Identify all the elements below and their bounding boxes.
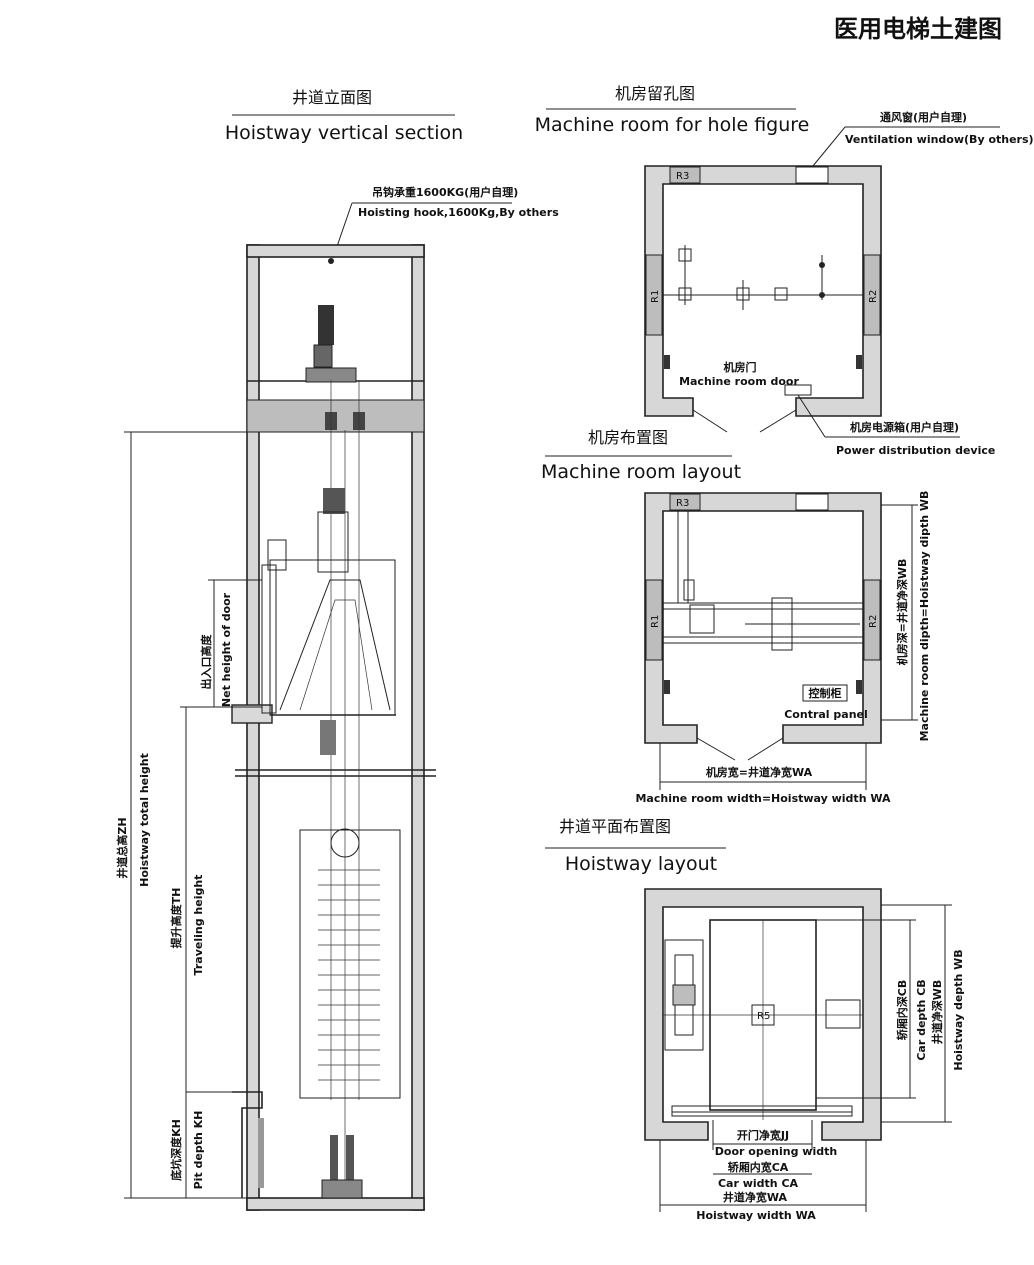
- hoistway-layout: 井道平面布置图 Hoistway layout R5 轿厢内深CB Car de…: [545, 817, 965, 1222]
- hoistway-title-cn: 井道平面布置图: [559, 817, 671, 836]
- power-label-en: Power distribution device: [836, 444, 995, 457]
- car-depth-label-en: Car depth CB: [915, 979, 928, 1060]
- panel-label-cn: 控制柜: [809, 686, 842, 700]
- mr-depth-label-en: Machine room dipth=Hoistway dipth WB: [918, 491, 931, 742]
- hw-depth-label-en: Hoistway depth WB: [952, 949, 965, 1070]
- mr-door-label-cn: 机房门: [724, 360, 757, 374]
- door-height-label-cn: 出入口高度: [199, 634, 213, 690]
- vertical-section: 井道立面图 Hoistway vertical section 吊钩承重1600…: [115, 88, 559, 1211]
- mr-depth-label-cn: 机房深=井道净深WB: [895, 559, 909, 666]
- r3-label: R3: [676, 171, 689, 182]
- hoistway-title-en: Hoistway layout: [565, 853, 717, 875]
- travel-height-label-en: Traveling height: [192, 875, 205, 976]
- vertical-title-cn: 井道立面图: [292, 88, 372, 107]
- hoisting-hook: [328, 258, 334, 264]
- door-height-label-en: Net height of door: [220, 592, 233, 707]
- r5-label: R5: [757, 1011, 770, 1022]
- car-width-label-en: Car width CA: [718, 1177, 799, 1190]
- car-depth-label-cn: 轿厢内深CB: [895, 980, 909, 1040]
- vent-label-en: Ventilation window(By others): [845, 133, 1034, 146]
- page-title: 医用电梯土建图: [834, 15, 1002, 43]
- r3-label-2: R3: [676, 498, 689, 509]
- machine-room-hole-figure: 机房留孔图 Machine room for hole figure 通风窗(用…: [535, 84, 1034, 457]
- hole-title-en: Machine room for hole figure: [535, 114, 810, 136]
- layout-title-cn: 机房布置图: [588, 428, 668, 447]
- machine-room-layout: 机房布置图 Machine room layout R3 R1 R2 控制柜 C…: [541, 428, 931, 805]
- car-width-label-cn: 轿厢内宽CA: [728, 1160, 789, 1174]
- hw-width-label-cn: 井道净宽WA: [723, 1190, 788, 1204]
- travel-height-label-cn: 提升高度TH: [169, 888, 183, 949]
- r2-label: R2: [868, 290, 879, 303]
- vertical-title-en: Hoistway vertical section: [225, 122, 463, 144]
- hw-depth-label-cn: 井道净深WB: [930, 980, 944, 1045]
- vent-label-cn: 通风窗(用户自理): [880, 110, 967, 124]
- hook-label-cn: 吊钩承重1600KG(用户自理): [372, 185, 518, 199]
- power-label-cn: 机房电源箱(用户自理): [850, 420, 959, 434]
- r1-label-2: R1: [650, 615, 661, 628]
- door-open-label-en: Door opening width: [715, 1145, 837, 1158]
- hook-label-en: Hoisting hook,1600Kg,By others: [358, 206, 559, 219]
- pit-depth-label-en: Pit depth KH: [192, 1111, 205, 1190]
- pit-depth-label-cn: 底坑深度KH: [169, 1119, 183, 1181]
- total-height-label-cn: 井道总高ZH: [115, 817, 129, 878]
- r2-label-2: R2: [868, 615, 879, 628]
- panel-label-en: Contral panel: [784, 708, 868, 721]
- hole-title-cn: 机房留孔图: [615, 84, 695, 103]
- layout-title-en: Machine room layout: [541, 461, 741, 483]
- total-height-label-en: Hoistway total height: [138, 753, 151, 887]
- hw-width-label-en: Hoistway width WA: [696, 1209, 816, 1222]
- mr-width-label-en: Machine room width=Hoistway width WA: [635, 792, 891, 805]
- r1-label: R1: [650, 290, 661, 303]
- door-open-label-cn: 开门净宽JJ: [737, 1128, 789, 1142]
- mr-door-label-en: Machine room door: [679, 375, 799, 388]
- mr-width-label-cn: 机房宽=井道净宽WA: [706, 765, 813, 779]
